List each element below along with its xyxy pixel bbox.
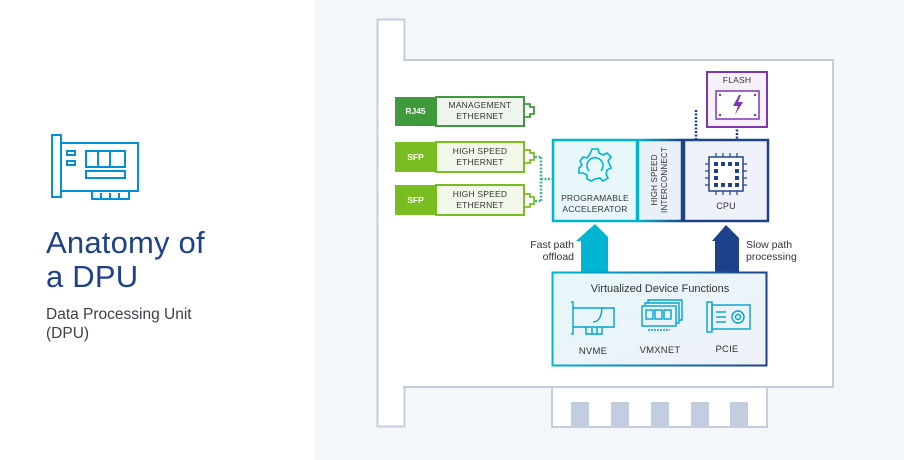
port-badge-sfp-1: SFP (407, 152, 424, 162)
port-badge-rj45: RJ45 (405, 106, 426, 116)
fast-path-label-line-1: Fast path (530, 239, 574, 251)
vmxnet-stack-icon (641, 299, 683, 331)
connector-pin (611, 402, 629, 426)
port-plug-icon (523, 103, 535, 118)
vdf-title: Virtualized Device Functions (590, 283, 730, 295)
interconnect-label-line-2: INTERCONNECT (660, 147, 669, 213)
card-body-join (403, 61, 406, 386)
dpu-card-icon (51, 134, 139, 200)
left-panel: Anatomy of a DPU Data Processing Unit (D… (0, 0, 315, 460)
accelerator-label-line-1: PROGRAMABLE (561, 193, 629, 203)
port-label-line-2: ETHERNET (456, 157, 504, 167)
connector-pin (730, 402, 748, 426)
port-label-line-1: HIGH SPEED (452, 189, 508, 199)
subtitle-line-1: Data Processing Unit (46, 306, 192, 323)
cpu-label: CPU (716, 201, 736, 211)
programable-accelerator (551, 138, 639, 223)
subtitle-line-2: (DPU) (46, 325, 90, 342)
connector-pin (691, 402, 709, 426)
accelerator-label: PROGRAMABLE ACCELERATOR (553, 193, 637, 215)
port-label-line-2: ETHERNET (456, 111, 504, 121)
slow-path-label-line-1: Slow path (746, 239, 793, 251)
port-label-line-1: MANAGEMENT (448, 100, 512, 110)
slow-path-label: Slow path processing (746, 239, 826, 263)
page-title: Anatomy of a DPU (46, 226, 306, 294)
nvme-card-icon (571, 301, 615, 335)
title-line-1: Anatomy of (46, 225, 205, 260)
port-plug-icon (523, 149, 535, 164)
accelerator-label-line-2: ACCELERATOR (562, 204, 628, 214)
cpu-chip-icon (705, 153, 747, 195)
device-label-pcie: PCIE (715, 344, 739, 355)
flash-module (706, 71, 768, 128)
edge-connector-pins (571, 402, 748, 426)
flash-label: FLASH (722, 75, 752, 85)
title-line-2: a DPU (46, 259, 139, 294)
port-label-line-1: HIGH SPEED (452, 146, 508, 156)
cpu-block (682, 138, 770, 223)
connector-pin (571, 402, 589, 426)
connector-pin (651, 402, 669, 426)
port-label-sfp-2: HIGH SPEED ETHERNET (436, 189, 524, 211)
card-bracket (376, 18, 406, 428)
gear-icon (578, 148, 613, 183)
interconnect-label: HIGH SPEED INTERCONNECT (650, 140, 670, 220)
pcie-card-icon (706, 301, 751, 333)
device-label-nvme: NVME (578, 346, 608, 357)
fast-path-arrow (576, 224, 608, 272)
high-speed-interconnect (636, 138, 684, 223)
interconnect-label-line-1: HIGH SPEED (650, 154, 659, 206)
port-sfp-2 (395, 184, 535, 216)
fast-path-label-line-2: offload (542, 251, 574, 263)
fast-path-label: Fast path offload (508, 239, 574, 263)
page-subtitle: Data Processing Unit (DPU) (46, 305, 306, 343)
port-sfp-1 (395, 141, 535, 173)
port-rj45 (395, 96, 535, 127)
port-plug-icon (523, 193, 535, 208)
port-label-line-2: ETHERNET (456, 200, 504, 210)
slow-path-label-line-2: processing (746, 251, 797, 263)
port-badge-sfp-2: SFP (407, 195, 424, 205)
port-label-management: MANAGEMENT ETHERNET (436, 100, 524, 122)
port-label-sfp-1: HIGH SPEED ETHERNET (436, 146, 524, 168)
flash-icon (718, 93, 757, 117)
slow-path-arrow (712, 225, 739, 272)
device-label-vmxnet: VMXNET (639, 345, 681, 356)
